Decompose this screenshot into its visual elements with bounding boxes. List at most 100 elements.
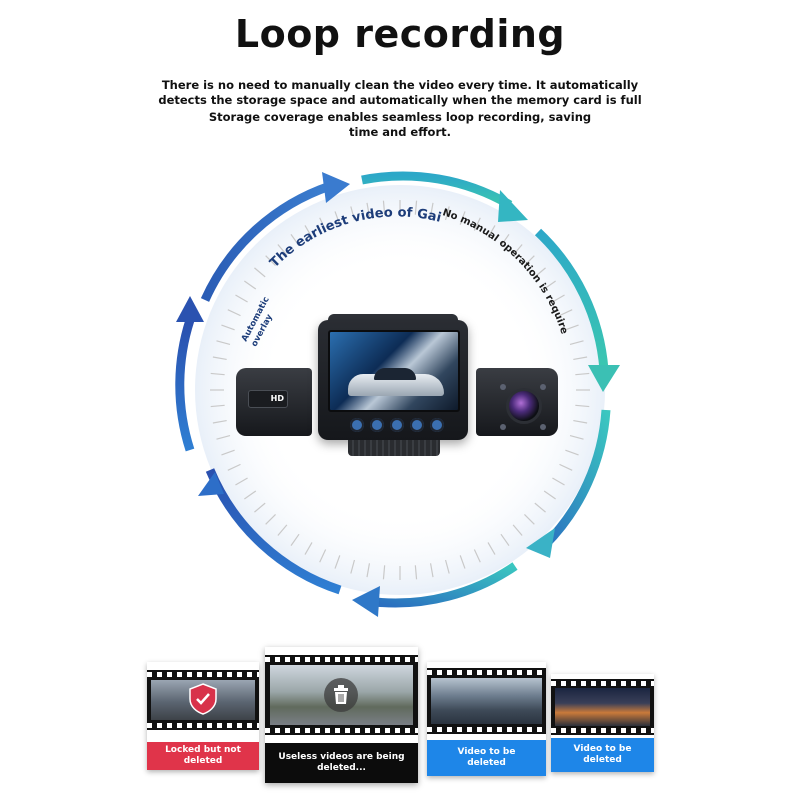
arrow-bottom-right xyxy=(526,409,611,558)
tick-mark xyxy=(565,449,579,456)
tick-mark xyxy=(244,490,257,500)
tick-mark xyxy=(487,542,496,555)
tick-mark xyxy=(334,555,341,569)
tick-mark xyxy=(366,202,371,217)
tick-mark xyxy=(277,244,288,256)
shield-lock-icon xyxy=(189,683,217,715)
trash-icon xyxy=(324,678,358,712)
film-strip xyxy=(427,668,546,734)
tick-mark xyxy=(444,559,450,574)
tick-mark xyxy=(216,340,231,346)
tick-mark xyxy=(575,404,590,408)
tick-mark xyxy=(216,434,231,440)
tick-mark xyxy=(512,524,523,536)
tick-mark xyxy=(429,202,434,217)
tick-mark xyxy=(500,234,510,247)
tick-mark xyxy=(552,477,565,486)
device-button xyxy=(390,418,404,432)
card-label: Useless videos are being deleted... xyxy=(265,743,418,783)
card-thumbnail xyxy=(555,688,650,726)
tick-mark xyxy=(227,309,241,317)
tick-mark xyxy=(221,449,235,456)
tick-mark xyxy=(473,217,481,231)
tick-mark xyxy=(265,514,276,525)
tick-mark xyxy=(543,490,556,500)
tick-mark xyxy=(500,533,510,546)
car-icon xyxy=(348,374,444,396)
tick-mark xyxy=(235,294,248,303)
tick-mark xyxy=(210,372,225,376)
tick-mark xyxy=(573,419,588,424)
tick-mark xyxy=(573,356,588,361)
film-strip xyxy=(551,679,654,735)
card-label: Video to be deleted xyxy=(551,738,654,772)
arrow-left xyxy=(175,296,204,452)
tick-mark xyxy=(487,225,496,238)
tick-mark xyxy=(319,549,327,563)
tick-mark xyxy=(227,463,241,471)
arrow-top-right xyxy=(361,171,528,222)
tick-mark xyxy=(212,419,227,424)
ir-led-icon xyxy=(500,384,506,390)
card-deleting: Useless videos are being deleted... xyxy=(265,647,418,783)
ir-led-icon xyxy=(540,384,546,390)
tick-mark xyxy=(552,294,565,303)
device-button xyxy=(430,418,444,432)
tick-mark xyxy=(382,565,386,580)
page-title: Loop recording xyxy=(234,12,566,56)
arrow-top-left xyxy=(200,172,350,302)
tick-mark xyxy=(254,502,266,513)
camera-lens-icon xyxy=(506,388,542,424)
tick-mark xyxy=(569,434,584,440)
tick-mark xyxy=(559,463,573,471)
tick-mark xyxy=(304,225,313,238)
card-label: Video to be deleted xyxy=(427,740,546,776)
tick-mark xyxy=(559,309,573,317)
device-button-row xyxy=(350,418,450,436)
tick-mark xyxy=(235,477,248,486)
arrow-right xyxy=(534,228,620,392)
tick-mark xyxy=(575,372,590,376)
tick-mark xyxy=(290,234,300,247)
dash-cam-screen xyxy=(328,330,460,412)
device-button xyxy=(370,418,384,432)
arrow-bottom xyxy=(352,562,518,617)
tick-mark xyxy=(277,524,288,536)
device-button xyxy=(410,418,424,432)
tick-mark xyxy=(543,280,556,290)
tick-mark xyxy=(366,563,371,578)
ir-led-icon xyxy=(500,424,506,430)
arrow-bottom-left xyxy=(198,468,342,595)
tick-mark xyxy=(459,555,466,569)
ir-led-icon xyxy=(540,424,546,430)
card-locked: Locked but not deleted xyxy=(147,662,259,770)
device-mount xyxy=(348,440,440,456)
tick-mark xyxy=(221,324,235,331)
tick-mark xyxy=(212,356,227,361)
tick-mark xyxy=(290,533,300,546)
tick-mark xyxy=(565,324,579,331)
tick-mark xyxy=(524,255,535,266)
description-line-1: There is no need to manually clean the v… xyxy=(158,78,642,107)
tick-mark xyxy=(265,255,276,266)
card-thumbnail xyxy=(431,678,542,724)
device-button xyxy=(350,418,364,432)
tick-mark xyxy=(414,200,418,215)
tick-mark xyxy=(414,565,418,580)
tick-mark xyxy=(429,563,434,578)
description-line-2: Storage coverage enables seamless loop r… xyxy=(208,110,592,139)
tick-mark xyxy=(459,211,466,225)
tick-mark xyxy=(334,211,341,225)
tick-mark xyxy=(569,340,584,346)
tick-mark xyxy=(210,404,225,408)
tick-mark xyxy=(512,244,523,256)
tick-mark xyxy=(534,502,546,513)
card-label: Locked but not deleted xyxy=(147,742,259,770)
tick-mark xyxy=(473,549,481,563)
hd-badge: HD xyxy=(248,390,288,408)
tick-mark xyxy=(444,206,450,221)
tick-mark xyxy=(524,514,535,525)
tick-mark xyxy=(350,206,356,221)
tick-mark xyxy=(382,200,386,215)
tick-mark xyxy=(319,217,327,231)
